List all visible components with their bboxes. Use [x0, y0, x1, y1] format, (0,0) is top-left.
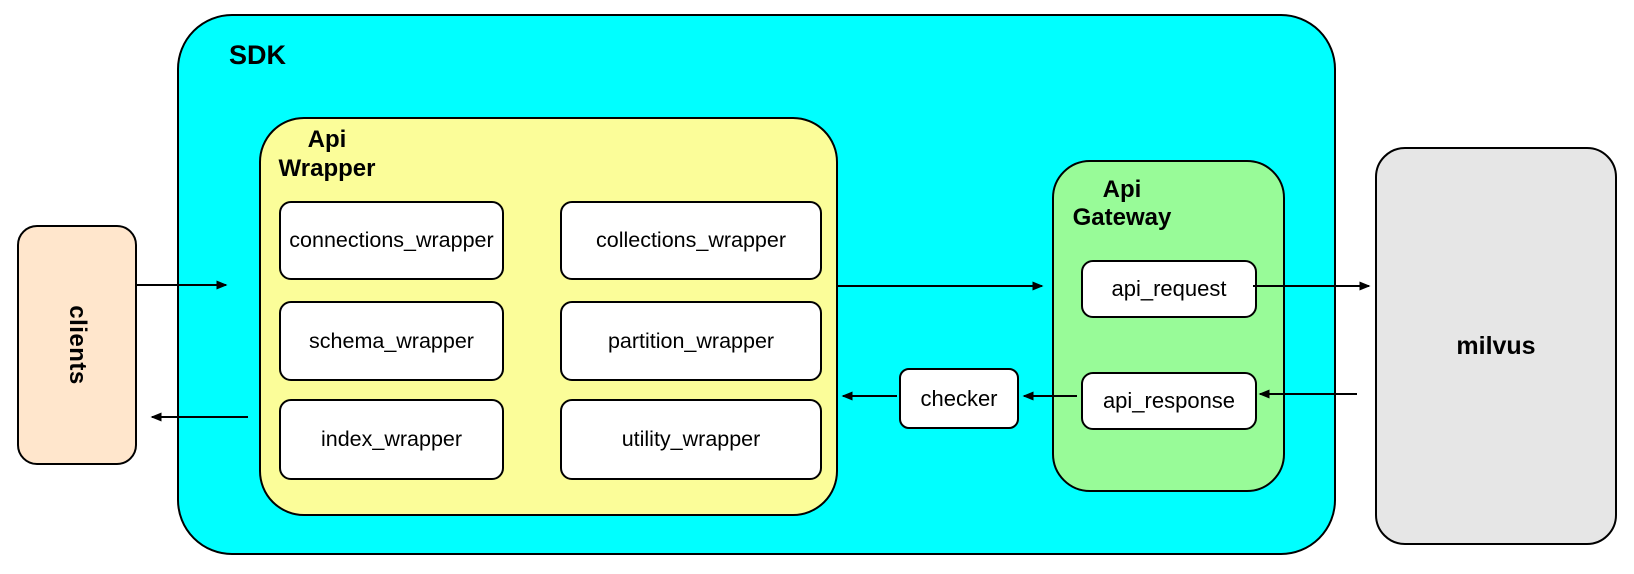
- wrapper-box-connections: connections_wrapper: [279, 201, 504, 280]
- wrapper-box-collections: collections_wrapper: [560, 201, 822, 280]
- api-request-box: api_request: [1081, 260, 1257, 318]
- clients-node: clients: [17, 225, 137, 465]
- api-gateway-container: Api Gateway api_request api_response: [1052, 160, 1285, 492]
- clients-label: clients: [64, 305, 91, 385]
- wrapper-box-schema: schema_wrapper: [279, 301, 504, 381]
- checker-node: checker: [899, 368, 1019, 429]
- wrapper-box-index: index_wrapper: [279, 399, 504, 480]
- api-gateway-label: Api Gateway: [1072, 176, 1172, 231]
- milvus-node: milvus: [1375, 147, 1617, 545]
- api-wrapper-label: Api Wrapper: [278, 126, 376, 182]
- sdk-label: SDK: [229, 40, 287, 70]
- api-wrapper-container: Api Wrapper connections_wrapper collecti…: [259, 117, 838, 516]
- wrapper-box-utility: utility_wrapper: [560, 399, 822, 480]
- api-response-box: api_response: [1081, 372, 1257, 430]
- milvus-label: milvus: [1456, 331, 1536, 360]
- wrapper-box-partition: partition_wrapper: [560, 301, 822, 381]
- sdk-container: SDK Api Wrapper connections_wrapper coll…: [177, 14, 1336, 555]
